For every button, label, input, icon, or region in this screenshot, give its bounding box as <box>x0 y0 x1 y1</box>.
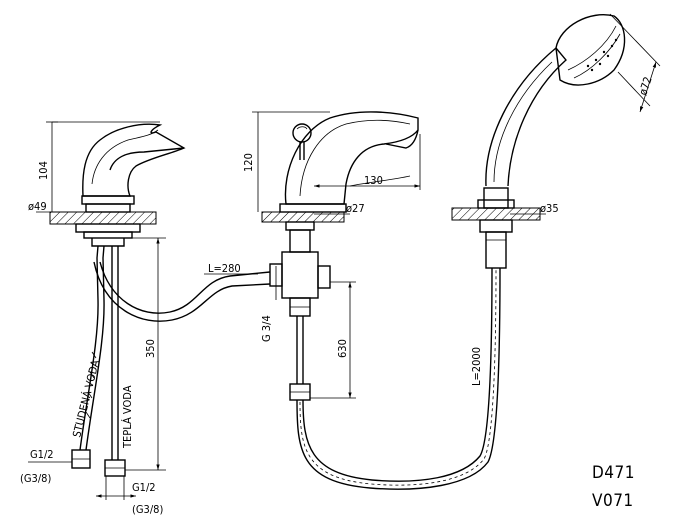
label-conn-left-alt: (G3/8) <box>20 472 51 485</box>
hand-shower: ø72 ø35 <box>451 13 661 269</box>
spray-nozzles <box>586 38 618 72</box>
counter-top-left <box>49 211 157 225</box>
diverter-knob <box>292 123 312 143</box>
dim-tap-reach: 130 <box>364 174 383 187</box>
label-conn-bottom: G1/2 <box>132 481 156 494</box>
label-conn-left: G1/2 <box>30 448 54 461</box>
dim-hose-height: 630 <box>336 339 349 358</box>
dim-shower-base-dia: ø35 <box>540 202 559 215</box>
shower-hose: L=2000 <box>296 267 501 490</box>
valve-block <box>281 251 319 299</box>
counter-top-center <box>261 211 345 223</box>
product-code-1: D471 <box>592 463 635 483</box>
dim-tap-base-dia: ø27 <box>346 202 365 215</box>
dim-hose-length: L=2000 <box>470 347 483 386</box>
product-code-2: V071 <box>592 491 634 511</box>
shower-head <box>555 14 626 86</box>
dim-mixer-base-dia: ø49 <box>28 200 47 213</box>
dim-pipe-length: L=280 <box>208 262 241 275</box>
label-hot-water: TEPLÁ VODA <box>121 385 134 449</box>
bath-spout: 120 130 ø27 G 3/4 630 <box>242 111 421 401</box>
dim-shower-head-dia: ø72 <box>636 75 654 97</box>
mixer-lever: 104 ø49 350 STUDENÁ VODA TEPLÁ VODA G1/2… <box>20 121 271 516</box>
connecting-pipe <box>99 261 271 314</box>
dim-mixer-height: 104 <box>37 161 50 180</box>
label-cold-water: STUDENÁ VODA <box>70 358 102 438</box>
dim-thread: G 3/4 <box>260 315 273 342</box>
label-conn-bottom-alt: (G3/8) <box>132 503 163 516</box>
dim-pipe-height: 350 <box>144 339 157 358</box>
dim-tap-height: 120 <box>242 153 255 172</box>
